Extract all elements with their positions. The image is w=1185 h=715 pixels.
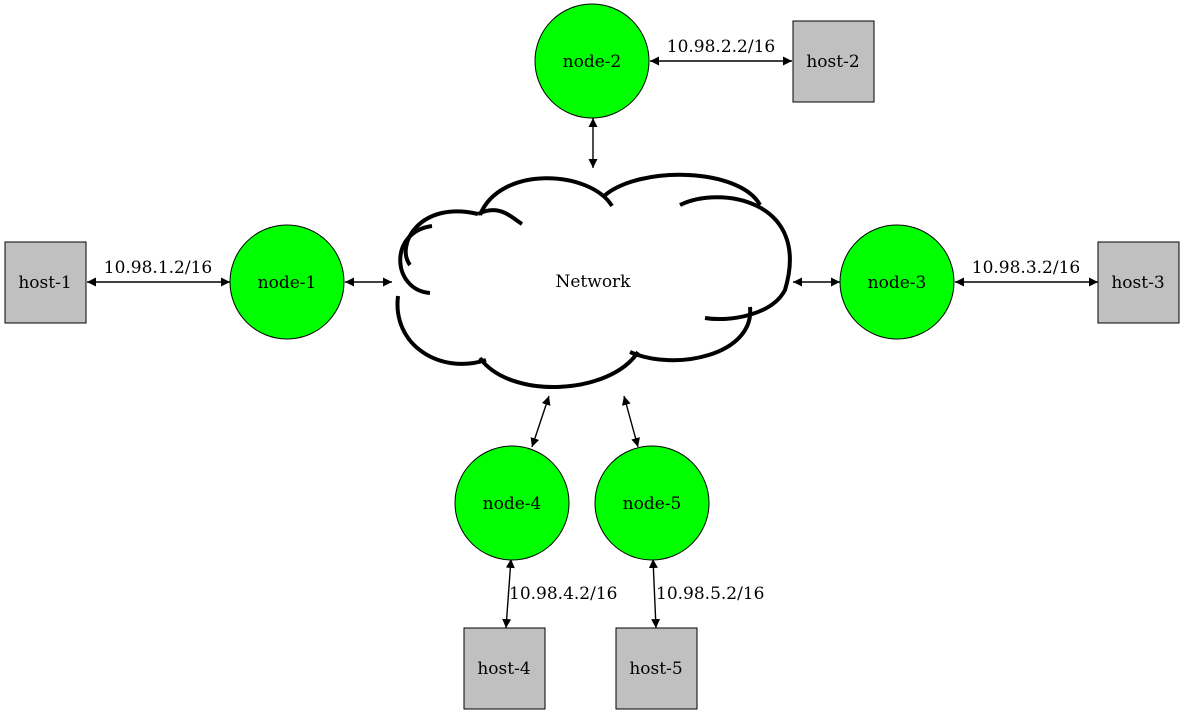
node-4[interactable]: node-4 (454, 445, 570, 561)
node-2[interactable]: node-2 (534, 3, 650, 119)
node-label: node-5 (623, 494, 682, 514)
host-label: host-2 (806, 52, 859, 72)
host-4[interactable]: host-4 (463, 627, 546, 710)
node-label: node-3 (868, 273, 927, 293)
host-5[interactable]: host-5 (615, 627, 698, 710)
edge-node-5-host-5 (648, 558, 661, 629)
address-label-4: 10.98.4.2/16 (509, 584, 617, 604)
network-label: Network (556, 272, 632, 292)
address-label-1: 10.98.1.2/16 (104, 258, 212, 278)
network-cloud: Network (395, 172, 792, 390)
node-5[interactable]: node-5 (594, 445, 710, 561)
address-label-3: 10.98.3.2/16 (972, 258, 1080, 278)
host-label: host-3 (1111, 273, 1164, 293)
host-3[interactable]: host-3 (1097, 241, 1180, 324)
edge-node-4-host-4 (502, 558, 515, 629)
host-2[interactable]: host-2 (792, 20, 875, 103)
node-1[interactable]: node-1 (229, 224, 345, 340)
edge-node-4-network (530, 395, 551, 448)
host-label: host-5 (629, 659, 682, 679)
address-label-2: 10.98.2.2/16 (667, 37, 775, 57)
host-label: host-1 (18, 273, 71, 293)
node-label: node-4 (483, 494, 542, 514)
node-3[interactable]: node-3 (839, 224, 955, 340)
host-1[interactable]: host-1 (4, 241, 87, 324)
node-label: node-1 (258, 273, 317, 293)
host-label: host-4 (477, 659, 530, 679)
node-label: node-2 (563, 52, 622, 72)
address-label-5: 10.98.5.2/16 (656, 584, 764, 604)
edge-node-5-network (622, 395, 640, 448)
